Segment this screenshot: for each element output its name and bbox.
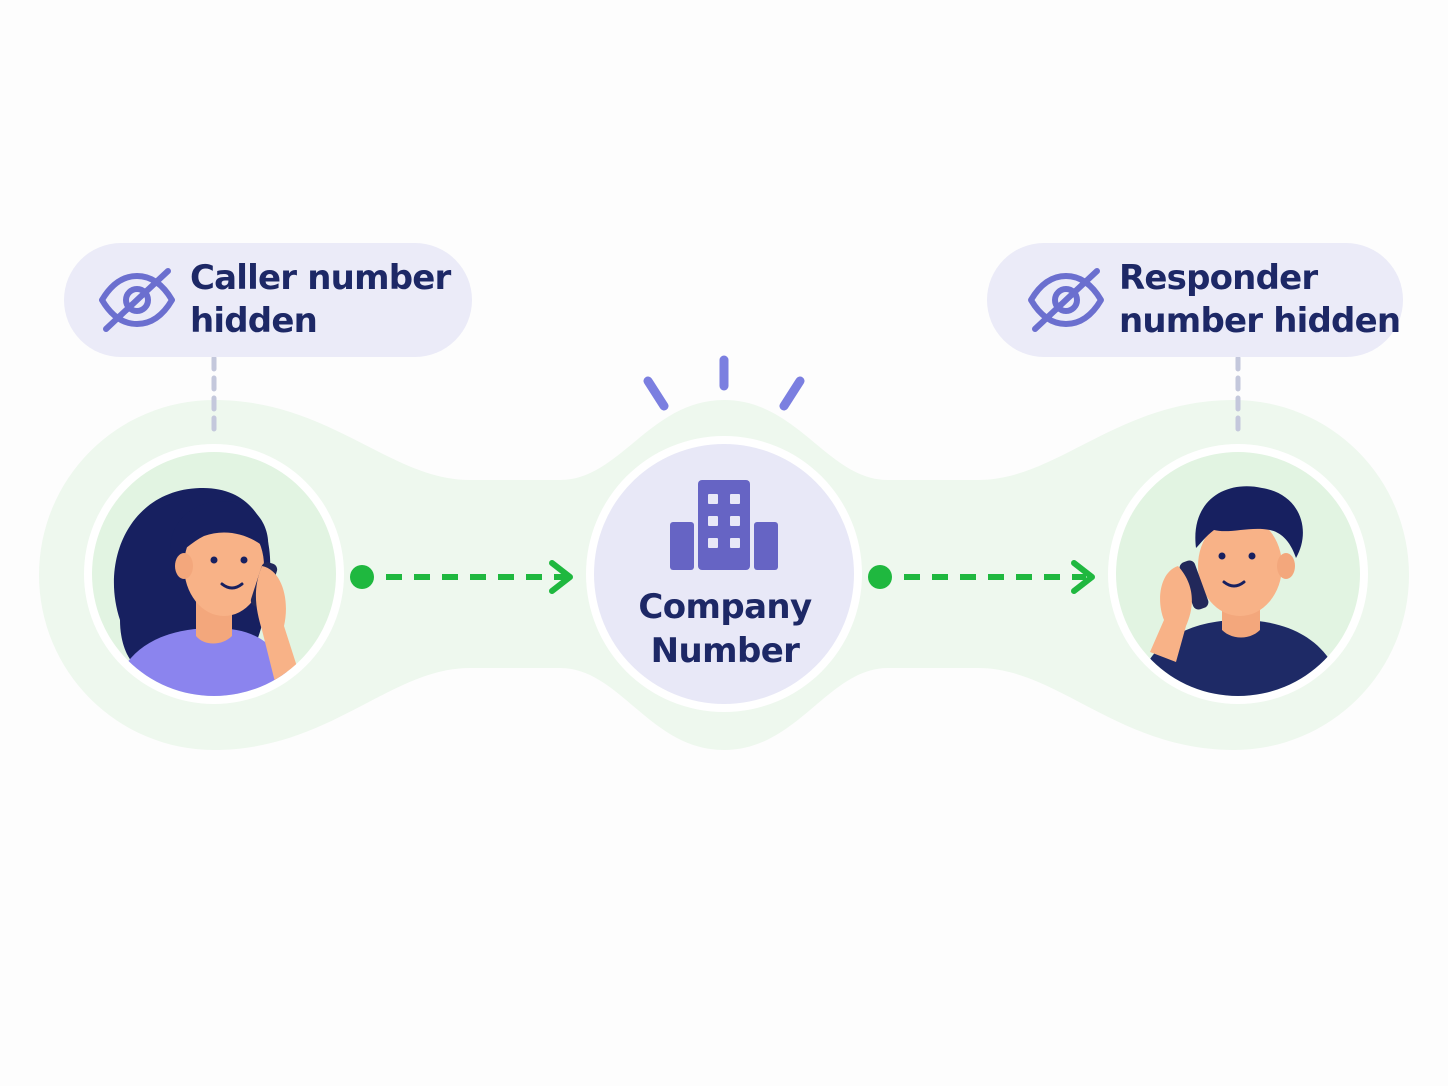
caller-hidden-label: Caller number hidden bbox=[190, 258, 451, 341]
responder-hidden-label: Responder number hidden bbox=[1119, 258, 1401, 341]
company-hub bbox=[586, 436, 862, 712]
responder-hidden-badge: Responder number hidden bbox=[987, 243, 1403, 357]
office-building-icon bbox=[670, 480, 778, 570]
responder-avatar bbox=[1108, 444, 1368, 704]
hub-to-responder-arrow bbox=[868, 560, 1095, 594]
ringing-burst-icon bbox=[643, 355, 805, 411]
eye-slash-icon bbox=[1028, 268, 1104, 332]
caller-hidden-badge: Caller number hidden bbox=[64, 243, 472, 357]
company-number-label: Company Number bbox=[638, 587, 812, 671]
eye-slash-icon bbox=[99, 268, 175, 332]
caller-avatar bbox=[84, 444, 344, 704]
caller-to-hub-arrow bbox=[350, 560, 573, 594]
